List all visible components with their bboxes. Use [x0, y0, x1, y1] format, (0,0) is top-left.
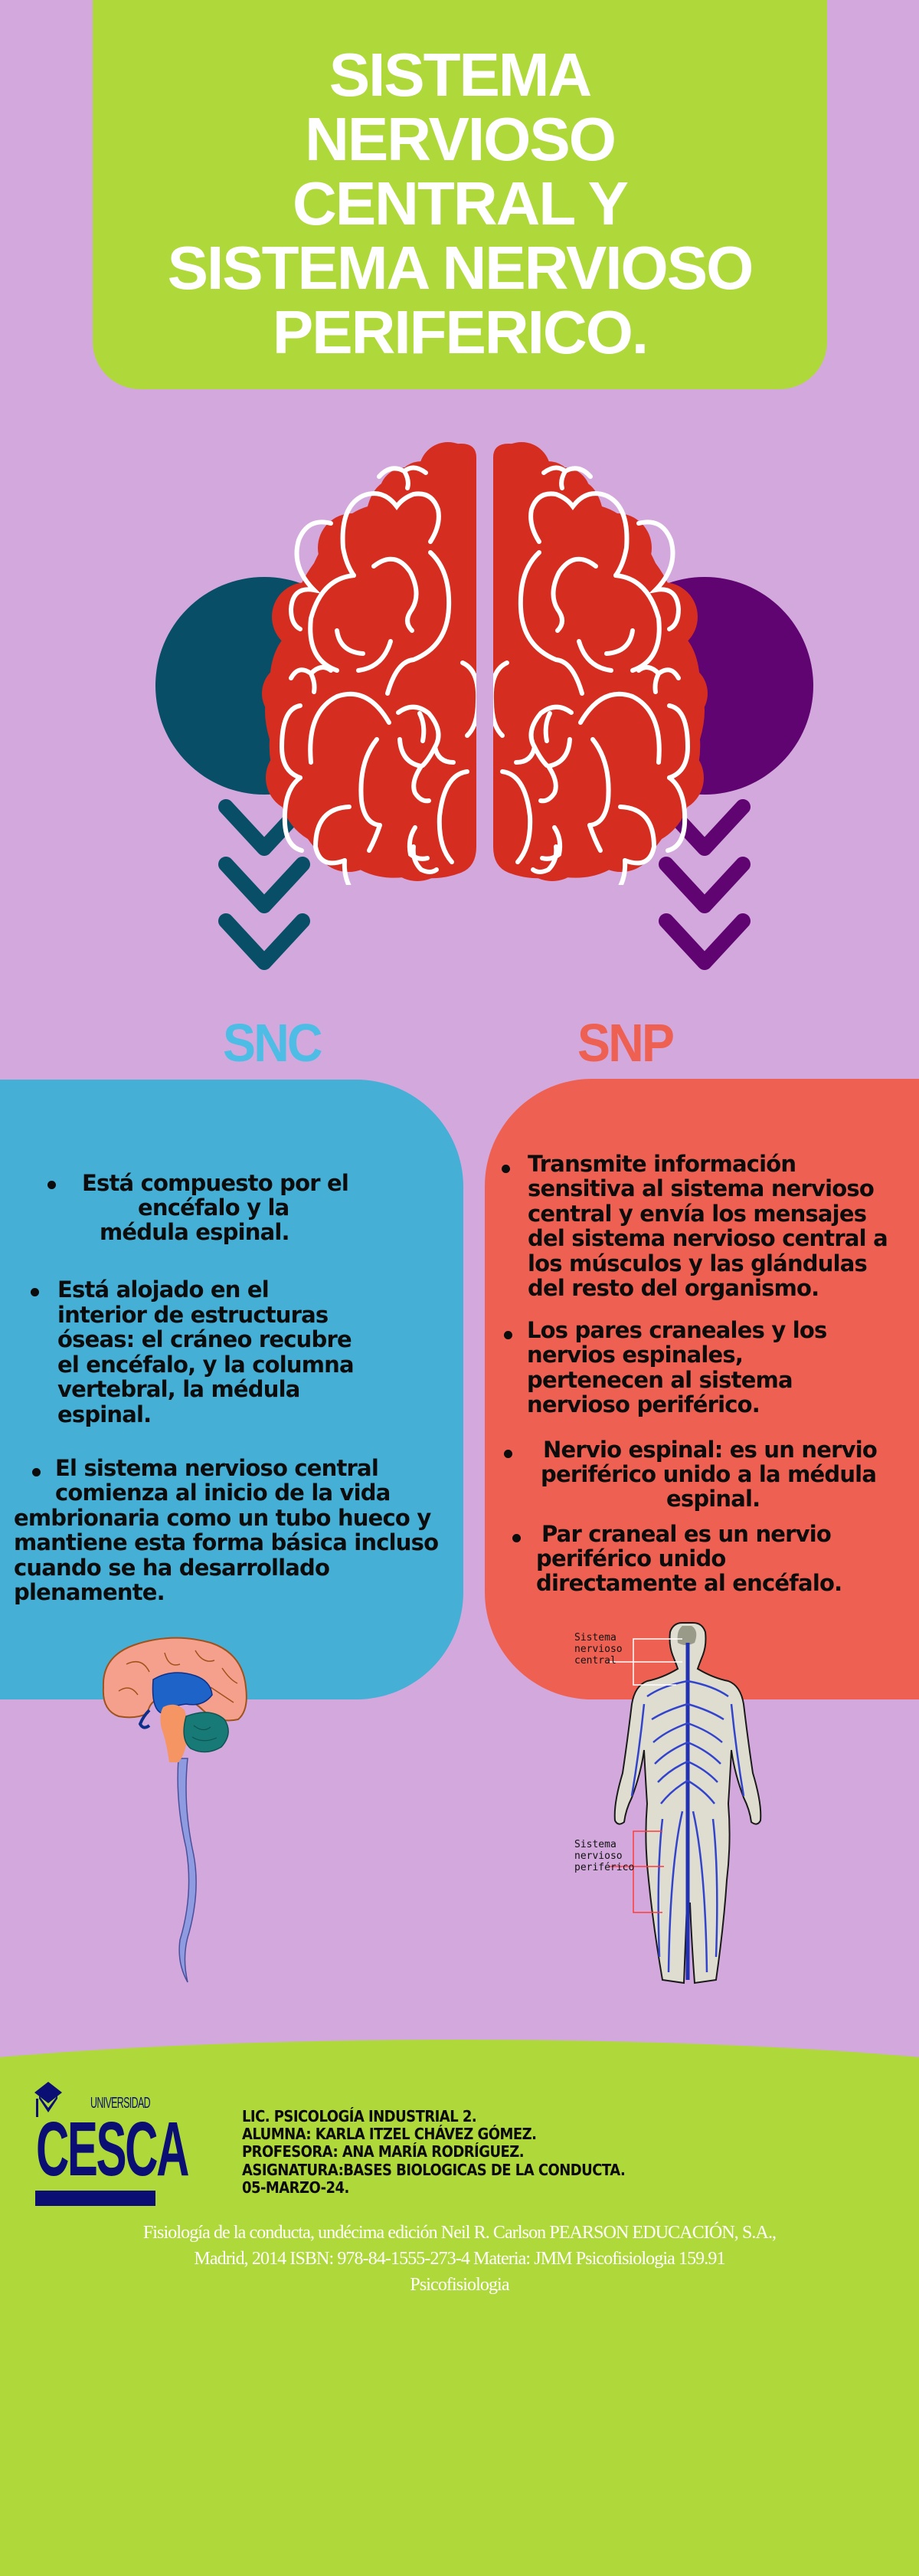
snp-heading: SNP — [577, 1013, 675, 1073]
bullet-text: sensitiva al sistema nervioso — [528, 1175, 875, 1201]
bullet-text: espinal. — [57, 1401, 152, 1427]
title-line: NERVIOSO — [305, 105, 616, 173]
info-line: ASIGNATURA:BASES BIOLOGICAS DE LA CONDUC… — [242, 2161, 626, 2179]
sagittal-brain-illustration — [102, 1637, 247, 1983]
bullet-icon — [47, 1181, 56, 1189]
bullet-text: Está alojado en el — [57, 1277, 270, 1303]
info-line: LIC. PSICOLOGÍA INDUSTRIAL 2. — [242, 2107, 477, 2125]
logo-bar — [35, 2191, 155, 2206]
citation-line: Madrid, 2014 ISBN: 978-84-1555-273-4 Mat… — [194, 2249, 725, 2269]
bullet-text: plenamente. — [14, 1579, 165, 1605]
bullet-text: Los pares craneales y los — [527, 1317, 827, 1343]
bullet-text: encéfalo y la — [138, 1195, 289, 1221]
title-line: PERIFERICO. — [272, 298, 649, 366]
bullet-text: cuando se ha desarrollado — [14, 1555, 330, 1581]
bullet-icon — [32, 1468, 41, 1476]
bullet-icon — [512, 1534, 521, 1542]
bullet-text: mantiene esta forma básica incluso — [14, 1529, 439, 1555]
bullet-text: nervios espinales, — [527, 1342, 744, 1368]
snc-box — [0, 1080, 463, 1699]
label-peripheral-nervous-system: Sistema nervioso periférico — [574, 1839, 635, 1873]
bullet-text: Está compuesto por el — [82, 1170, 349, 1196]
title-line: SISTEMA — [329, 41, 593, 109]
bullet-icon — [504, 1450, 512, 1458]
info-line: ALUMNA: KARLA ITZEL CHÁVEZ GÓMEZ. — [242, 2125, 537, 2143]
bullet-text: periférico unido a la médula — [541, 1461, 877, 1487]
bullet-text: embrionaria como un tubo hueco y — [14, 1505, 431, 1531]
bullet-text: espinal. — [666, 1486, 760, 1512]
title-line: SISTEMA NERVIOSO — [167, 234, 754, 302]
bullet-text: Transmite información — [528, 1151, 796, 1177]
bullet-icon — [502, 1165, 510, 1173]
left-hemisphere — [262, 442, 478, 885]
logo-university-text: UNIVERSIDAD — [90, 2095, 151, 2112]
bullet-text: comienza al inicio de la vida — [55, 1480, 391, 1506]
bullet-text: médula espinal. — [100, 1219, 290, 1245]
bullet-text: pertenecen al sistema — [527, 1367, 793, 1393]
brain-icon — [260, 441, 709, 885]
graduation-cap-icon — [34, 2082, 62, 2117]
bullet-text: óseas: el cráneo recubre — [57, 1326, 352, 1352]
bullet-text: Par craneal es un nervio — [541, 1521, 832, 1547]
bullet-text: directamente al encéfalo. — [536, 1570, 842, 1596]
page-title: SISTEMA NERVIOSO CENTRAL Y SISTEMA NERVI… — [93, 43, 827, 365]
bullet-text: central y envía los mensajes — [528, 1201, 867, 1227]
right-hemisphere — [492, 442, 708, 885]
snp-box — [485, 1079, 919, 1699]
bullet-text: vertebral, la médula — [57, 1376, 300, 1402]
bullet-text: interior de estructuras — [57, 1302, 329, 1328]
bullet-icon — [504, 1331, 512, 1339]
nervous-system-body-diagram — [609, 1622, 762, 1984]
citation: Fisiología de la conducta, undécima edic… — [0, 2220, 919, 2298]
bullet-text: el encéfalo, y la columna — [57, 1352, 355, 1378]
cesca-logo: UNIVERSIDAD CESCA — [34, 2082, 189, 2208]
bullet-text: del sistema nervioso central a — [528, 1225, 888, 1251]
title-banner: SISTEMA NERVIOSO CENTRAL Y SISTEMA NERVI… — [93, 0, 827, 389]
snc-heading: SNC — [223, 1013, 322, 1073]
citation-line: Psicofisiologia — [410, 2275, 509, 2295]
title-line: CENTRAL Y — [293, 169, 629, 238]
bullet-icon — [31, 1288, 39, 1296]
bullet-text: Nervio espinal: es un nervio — [543, 1437, 878, 1463]
info-line: 05-MARZO-24. — [242, 2178, 349, 2197]
label-central-nervous-system: Sistema nervioso central — [574, 1632, 623, 1667]
logo-name: CESCA — [36, 2106, 189, 2192]
bullet-text: los músculos y las glándulas — [528, 1250, 868, 1277]
bullet-text: nervioso periférico. — [527, 1391, 760, 1417]
citation-line: Fisiología de la conducta, undécima edic… — [142, 2223, 777, 2243]
bullet-text: El sistema nervioso central — [55, 1455, 379, 1481]
info-line: PROFESORA: ANA MARÍA RODRÍGUEZ. — [242, 2142, 525, 2161]
bullet-text: periférico unido — [536, 1545, 726, 1571]
bullet-text: del resto del organismo. — [528, 1275, 819, 1301]
